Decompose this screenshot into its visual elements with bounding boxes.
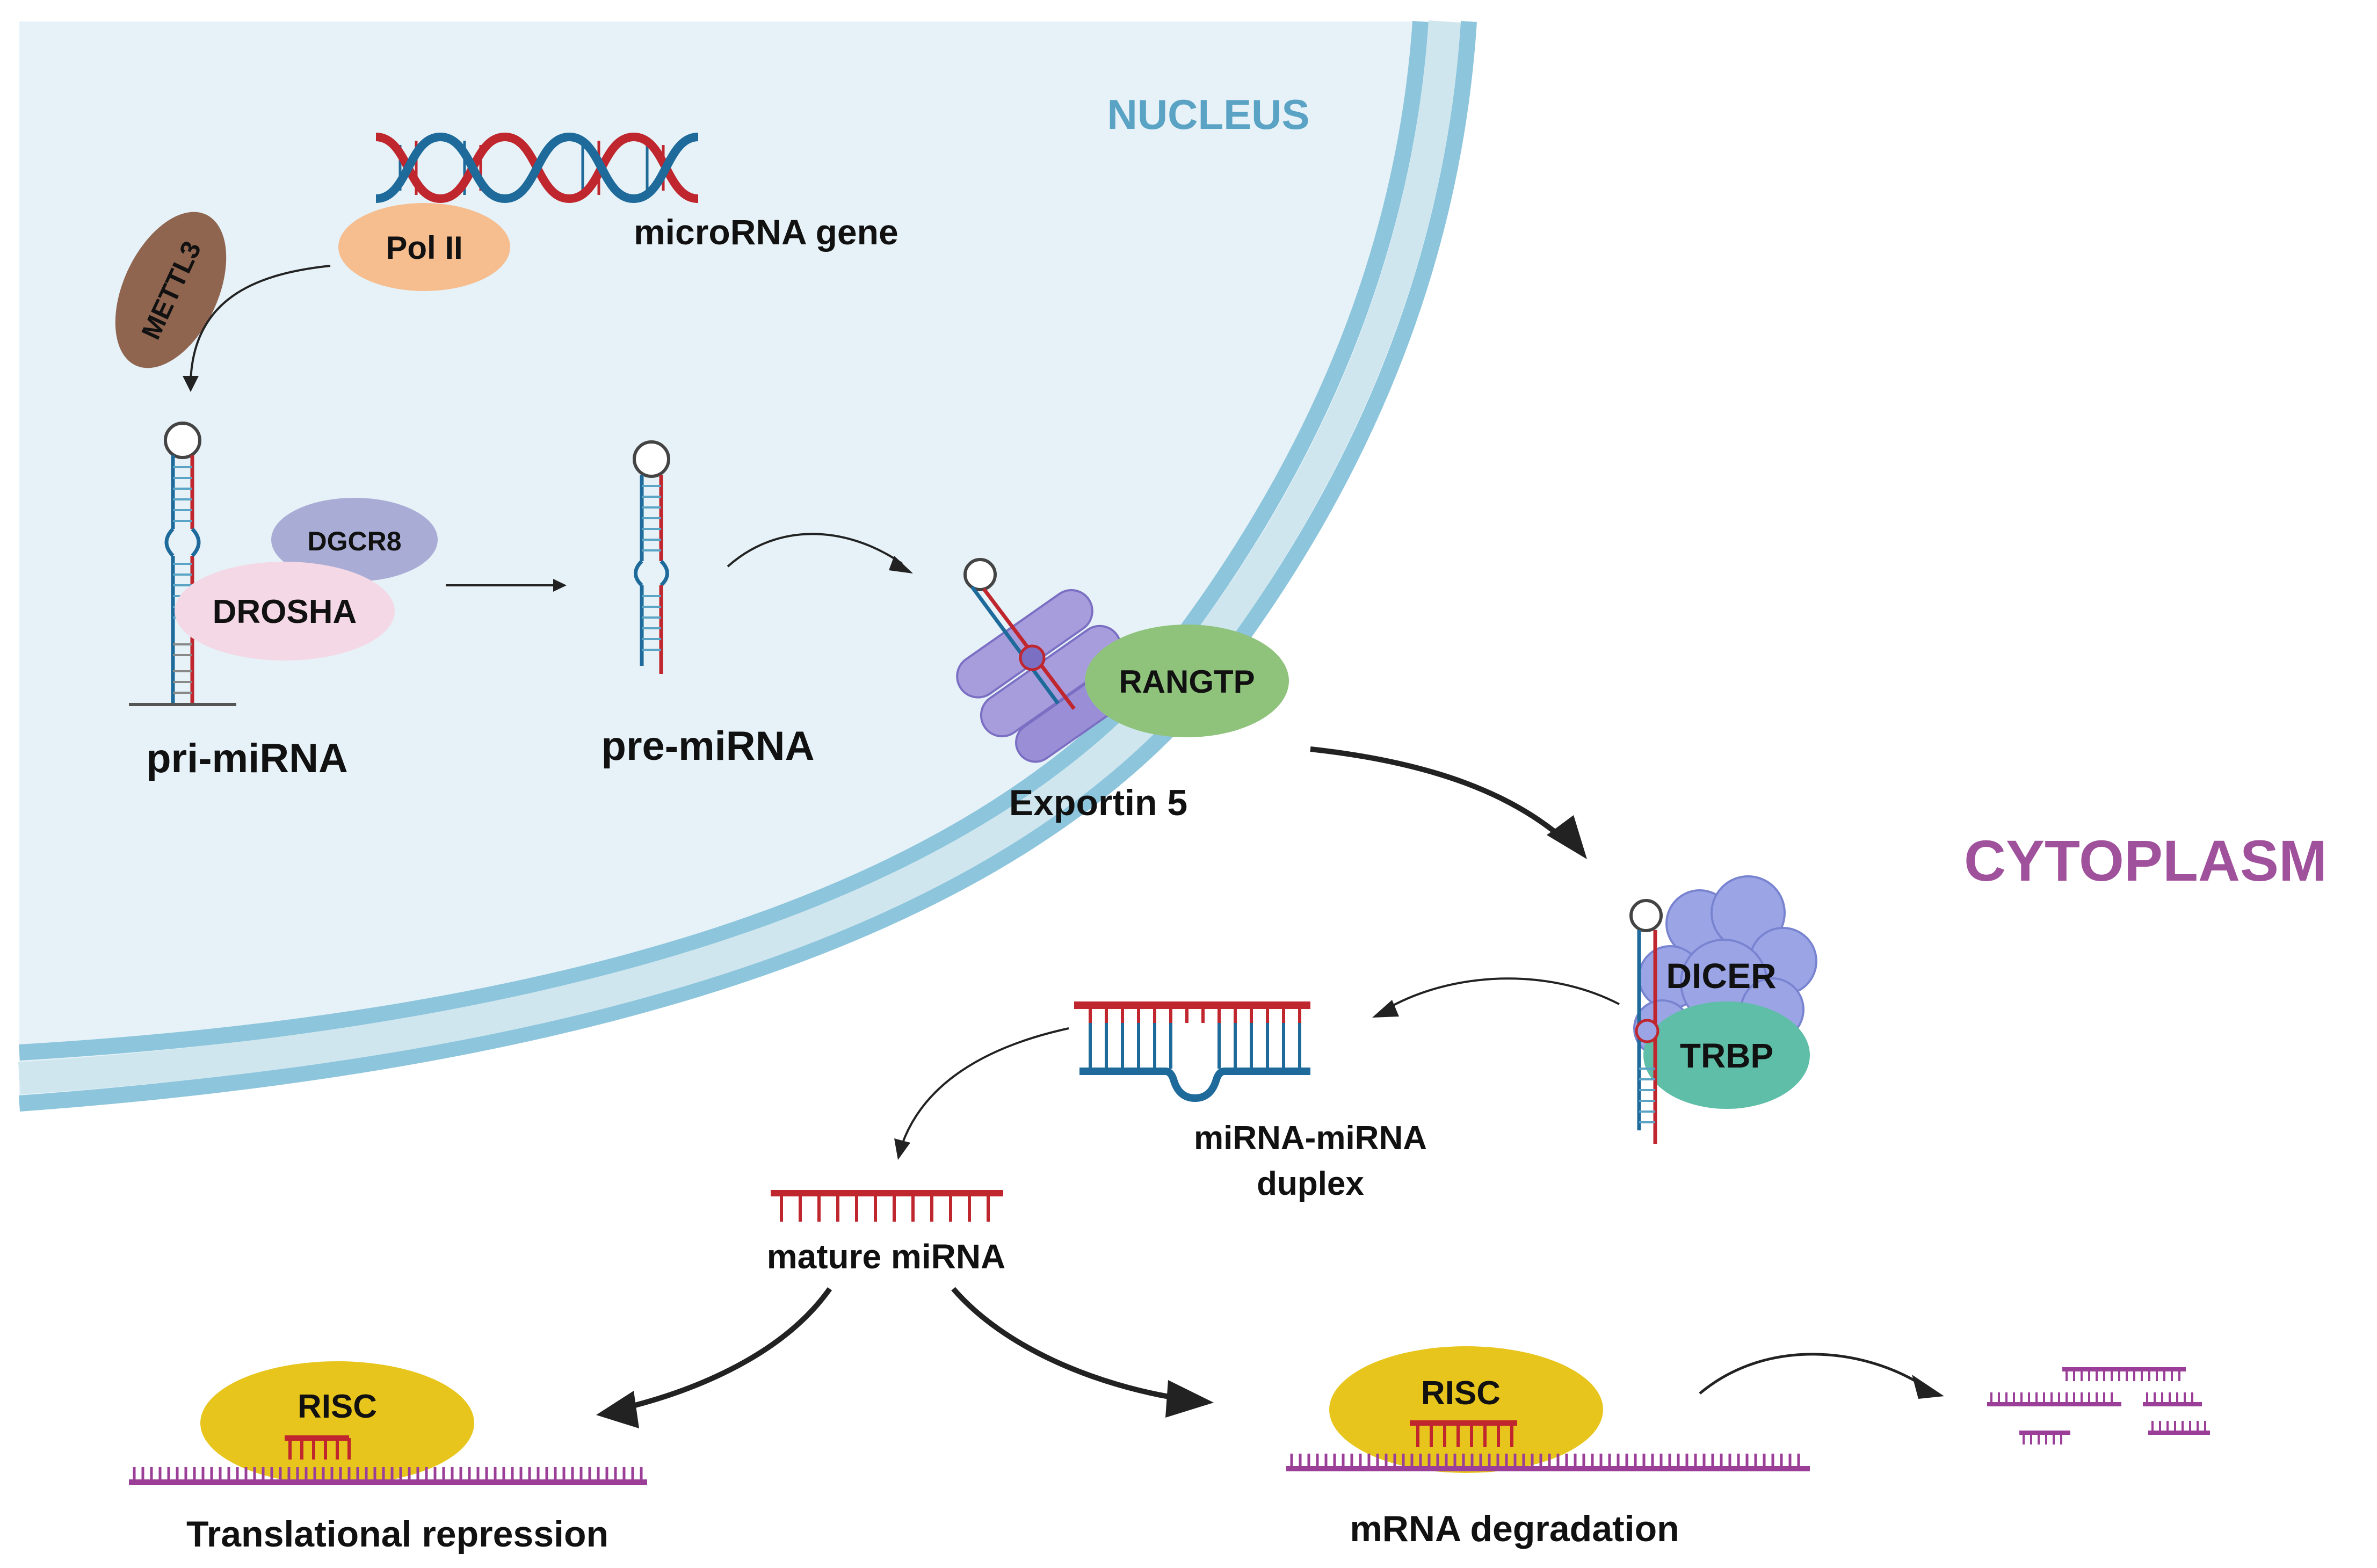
dgcr8-label: DGCR8 [307,526,401,556]
dicer-label: DICER [1666,956,1776,996]
nuclear-envelope-outer [18,21,1477,1112]
cytoplasm-label: CYTOPLASM [1964,828,2327,893]
exportin5-label: Exportin 5 [1009,782,1188,823]
fragmentation-arrow [1699,1353,1924,1395]
cytoplasm-transport-arrow [1310,746,1570,845]
duplex-label-line1: miRNA-miRNA [1194,1120,1427,1157]
mrna-fragment-1 [2062,1367,2186,1381]
mrna-fragment-2 [1987,1392,2121,1406]
fragmentation-arrowhead [1912,1375,1944,1399]
pre-mirna-label: pre-miRNA [602,723,815,769]
transcription-arrowhead [183,376,199,392]
microrna-gene-label: microRNA gene [634,212,898,252]
risc-left-mirna [285,1435,351,1460]
nuclear-envelope-lumen [18,20,1461,1094]
repression-arrowhead [596,1391,639,1428]
target-mrna-right [1286,1454,1810,1471]
pol2-enzyme [338,203,510,291]
transcription-arrow [190,265,331,382]
risc-left-complex [200,1361,474,1485]
mrna-fragment-5 [2148,1421,2210,1435]
mirna-duplex [1074,1001,1310,1102]
repression-arrow [617,1287,832,1412]
dna-double-helix [375,132,699,204]
degradation-arrowhead [1165,1380,1214,1418]
risc-left-label: RISC [298,1388,377,1425]
duplex-guide-strand [1079,1068,1310,1102]
nuclear-envelope-inner [19,20,1429,1061]
nucleus-label: NUCLEUS [1107,91,1309,138]
export-arrow [727,533,903,568]
mettl3-group: METTL3 [115,212,227,368]
pri-mirna-loop [164,422,201,459]
risc-right-complex [1329,1346,1603,1473]
rangtp-label: RANGTP [1119,664,1255,700]
degraded-mrna-fragments [1987,1367,2210,1444]
dgcr8-protein [271,498,438,582]
export-arrowhead [889,556,913,574]
pre-mirna-hairpin [633,440,670,674]
duplex-label-line2: duplex [1257,1165,1364,1202]
exportin5-complex [956,558,1139,763]
mature-mirna-label: mature miRNA [767,1237,1006,1276]
trbp-label: TRBP [1680,1036,1773,1075]
nucleus-body [19,21,1421,1101]
risc-right-label: RISC [1421,1375,1501,1412]
rangtp-protein [1085,625,1289,737]
unwinding-arrow [901,1027,1069,1144]
cytoplasm-transport-arrowhead [1547,815,1587,859]
drosha-label: DROSHA [213,593,357,630]
exportin5-cargo-hairpin [963,558,1076,710]
mature-mirna-strand [771,1190,1003,1222]
dicing-arrow [1385,977,1620,1011]
pri-mirna-label: pri-miRNA [146,736,348,781]
dicing-arrowhead [1372,1000,1399,1018]
pol2-label: Pol II [386,230,462,266]
unwinding-arrowhead [894,1138,910,1160]
dicer-complex [1629,875,1817,1144]
mrna-fragment-3 [2143,1392,2202,1406]
risc-right-mirna [1410,1420,1517,1447]
degradation-arrow [951,1287,1182,1402]
translational-repression-label: Translational repression [186,1514,608,1555]
mettl3-protein [115,212,227,368]
trbp-protein [1643,1001,1810,1109]
drosha-protein [175,562,395,660]
processing-arrowhead [553,579,567,592]
pri-mirna-hairpin [129,422,236,706]
dicer-cargo-hairpin [1629,899,1663,1144]
mrna-degradation-label: mRNA degradation [1350,1508,1679,1549]
target-mrna-left [129,1467,647,1485]
dna-strand-blue [375,132,699,204]
pre-mirna-base-pairs [642,485,661,651]
nucleus-region [18,20,1477,1112]
pri-mirna-flank-pairs [173,643,192,694]
mrna-fragment-4 [2019,1431,2070,1444]
